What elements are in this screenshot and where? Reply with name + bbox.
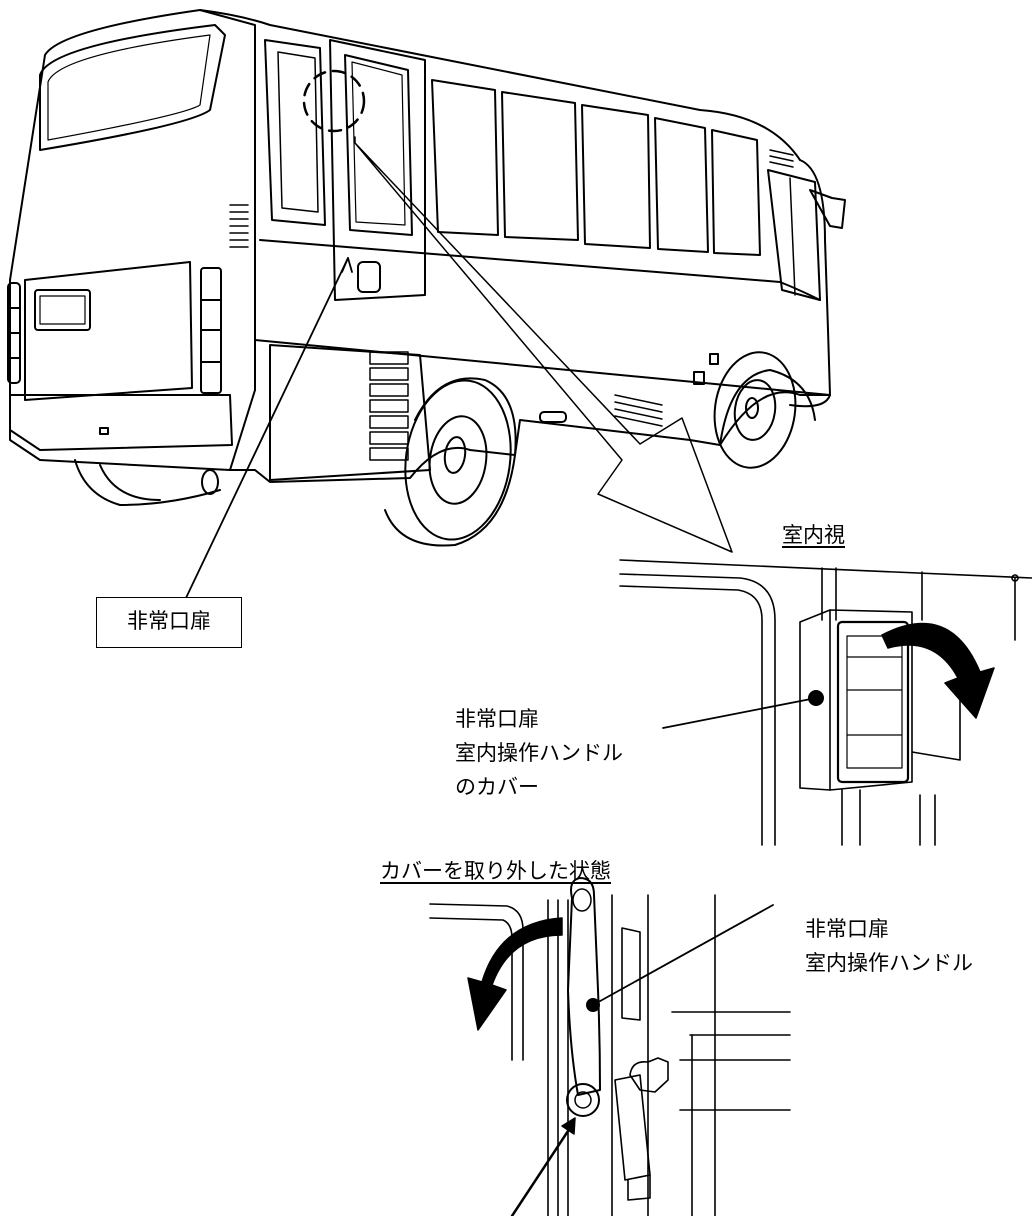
cover-callout-line1: 非常口扉 xyxy=(455,707,539,731)
cover-removed-heading: カバーを取り外した状態 xyxy=(380,859,611,883)
open-cover-arrow xyxy=(881,622,995,719)
handle-view-illustration xyxy=(429,877,791,1216)
bus-illustration xyxy=(7,9,846,547)
interior-view-cover-illustration xyxy=(619,559,1032,846)
turn-handle-arrow xyxy=(467,917,563,1031)
cover-callout-line2: 室内操作ハンドル xyxy=(455,741,623,765)
interior-view-heading: 室内視 xyxy=(782,523,845,547)
handle-callout-line xyxy=(592,904,774,1006)
handle-callout-line2: 室内操作ハンドル xyxy=(805,951,973,975)
zoom-arrow xyxy=(354,136,733,553)
emergency-door-label: 非常口扉 xyxy=(96,597,242,648)
door-leader-line xyxy=(184,257,349,601)
pivot-arrow-line xyxy=(510,1126,572,1216)
cover-callout-line xyxy=(662,697,817,729)
handle-callout-line1: 非常口扉 xyxy=(805,917,889,941)
cover-callout-line3: のカバー xyxy=(455,775,539,799)
